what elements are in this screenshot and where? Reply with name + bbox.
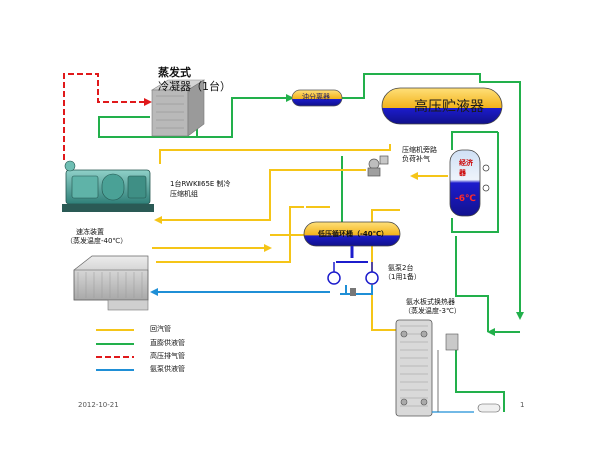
oil-separator [291,89,343,107]
discharge-pipes [63,73,152,160]
low-pressure-receiver [303,221,401,263]
hp-receiver-label: 高压贮液器 [414,99,484,115]
bypass-label-line1: 压缩机旁路 [402,146,437,154]
pump-liquid-pipes [150,285,373,296]
high-pressure-receiver [381,87,503,125]
legend-label-pump-liquid: 氨泵供液管 [150,365,185,373]
legend-label-liquid: 直膨供液管 [150,339,185,347]
ammonia-pumps [327,262,379,296]
lp-receiver-label: 低压循环桶（-40℃） [318,230,389,238]
page-number: 1 [520,401,525,409]
economizer-label: 经济器 [459,159,473,177]
legend-label-discharge: 高压排气管 [150,352,185,360]
compressor-label-line1: 1台RWKⅡ65E 制冷 [170,180,231,188]
compressor-unit [62,160,154,212]
compressor-label-line2: 压缩机组 [170,190,198,198]
freezer-label-line2: （蒸发温度-40℃） [66,237,128,245]
plate-hx-label-line1: 氨水板式换热器 [406,298,455,306]
plate-hx-label-line2: （蒸发温度-3℃） [404,307,461,315]
condenser-count: （1台） [191,80,231,93]
oil-separator-label: 油分离器 [302,93,330,101]
bypass-label-line2: 负荷补气 [402,155,430,163]
footer-date: 2012-10-21 [78,401,119,409]
economizer-temp: -6℃ [455,194,476,204]
condenser-name2: 冷凝器 [158,80,191,93]
bypass-valve [367,155,389,177]
suction-pipes [152,144,448,331]
freezer-unit [73,255,149,311]
evaporative-condenser [150,79,206,137]
pumps-label-line2: （1用1备） [384,273,421,281]
legend-swatches [96,329,134,371]
plate-heat-exchanger [395,319,501,417]
economizer [449,149,490,217]
legend-label-suction: 回汽管 [150,325,171,333]
pumps-label-line1: 氨泵2台 [388,264,414,272]
condenser-label: 蒸发式 [158,66,191,80]
freezer-label-line1: 速冻装置 [76,228,104,236]
condenser-name: 蒸发式 [158,66,191,79]
condenser-label-line2: 冷凝器（1台） [158,80,231,94]
